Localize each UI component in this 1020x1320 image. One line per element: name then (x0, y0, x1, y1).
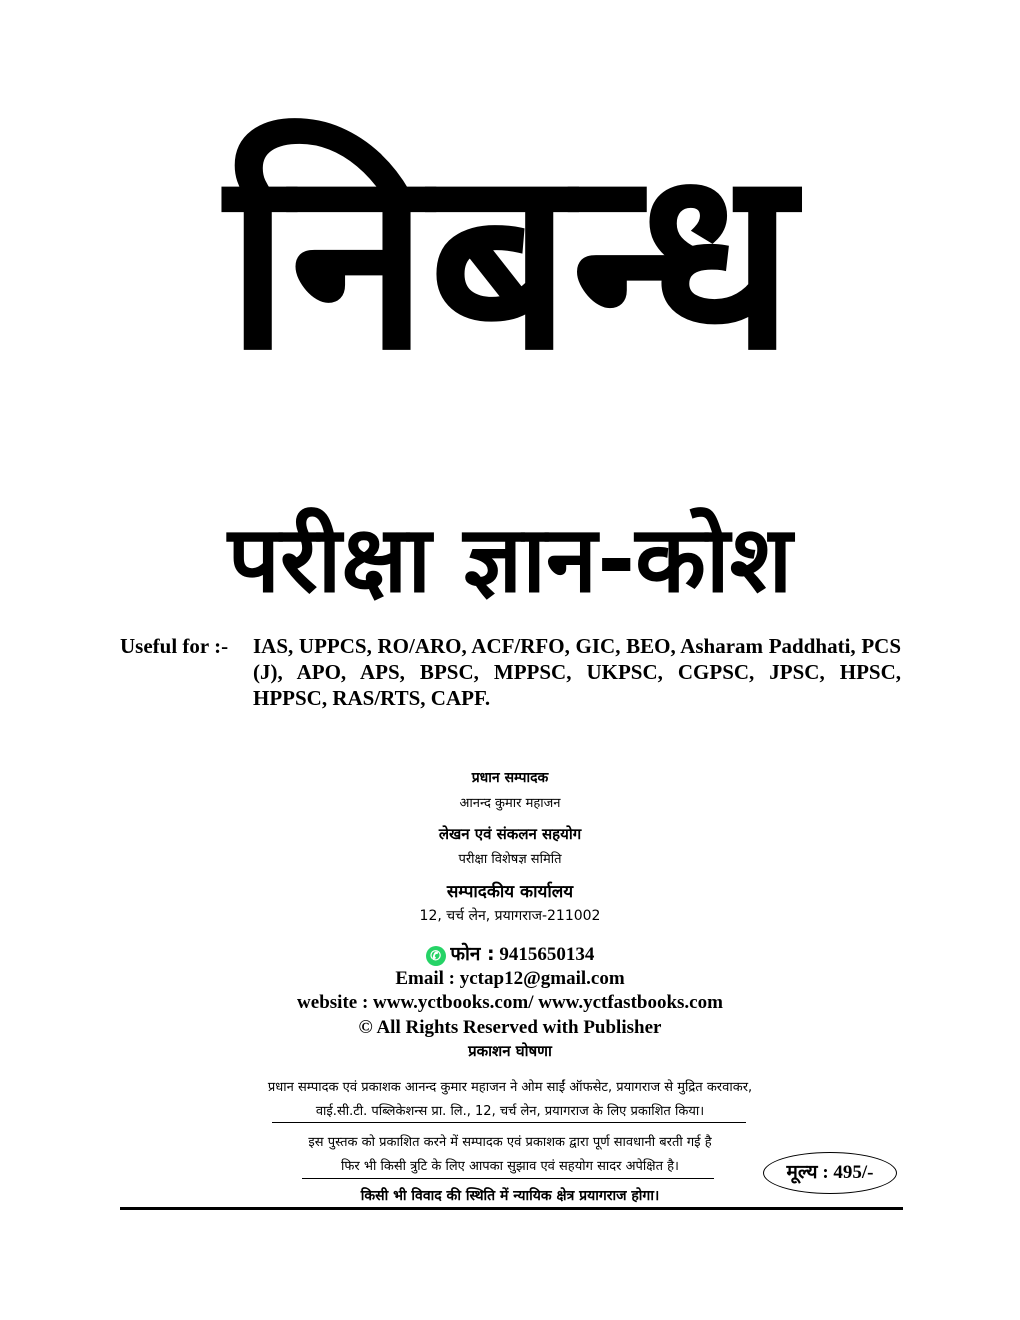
email: Email : yctap12@gmail.com (395, 968, 625, 989)
writing-label: लेखन एवं संकलन सहयोग (438, 825, 582, 843)
divider (302, 1178, 714, 1179)
phone-label: फोन : (450, 943, 495, 965)
phone-number: 9415650134 (499, 944, 595, 965)
website: website : www.yctbooks.com/ www.yctfastb… (297, 992, 723, 1013)
chief-editor-label: प्रधान सम्पादक (471, 770, 549, 786)
jurisdiction-note: किसी भी विवाद की स्थिति में न्यायिक क्षे… (360, 1188, 660, 1204)
declaration-label: प्रकाशन घोषणा (468, 1042, 552, 1060)
exam-list: IAS, UPPCS, RO/ARO, ACF/RFO, GIC, BEO, A… (253, 634, 901, 710)
book-title: निबन्ध (225, 114, 795, 405)
whatsapp-icon: ✆ (425, 945, 446, 966)
book-subtitle: परीक्षा ज्ञान-कोश (227, 506, 793, 613)
phone-line: ✆ फोन : 9415650134 (0, 940, 1020, 966)
useful-for-label: Useful for :- (120, 634, 229, 658)
declaration-line-3: इस पुस्तक को प्रकाशित करने में सम्पादक ए… (308, 1135, 712, 1150)
writing-team: परीक्षा विशेषज्ञ समिति (458, 852, 562, 867)
divider (272, 1122, 746, 1123)
office-label: सम्पादकीय कार्यालय (446, 882, 574, 902)
office-address: 12, चर्च लेन, प्रयागराज-211002 (419, 908, 601, 924)
declaration-line-2: वाई.सी.टी. पब्लिकेशन्स प्रा. लि., 12, चर… (315, 1104, 705, 1119)
bottom-rule (120, 1207, 903, 1210)
rights: © All Rights Reserved with Publisher (358, 1017, 662, 1038)
declaration-line-4: फिर भी किसी त्रुटि के लिए आपका सुझाव एवं… (341, 1159, 679, 1174)
chief-editor: आनन्द कुमार महाजन (459, 796, 561, 811)
declaration-line-1: प्रधान सम्पादक एवं प्रकाशक आनन्द कुमार म… (267, 1080, 753, 1095)
price-badge: मूल्य : 495/- (763, 1152, 897, 1194)
